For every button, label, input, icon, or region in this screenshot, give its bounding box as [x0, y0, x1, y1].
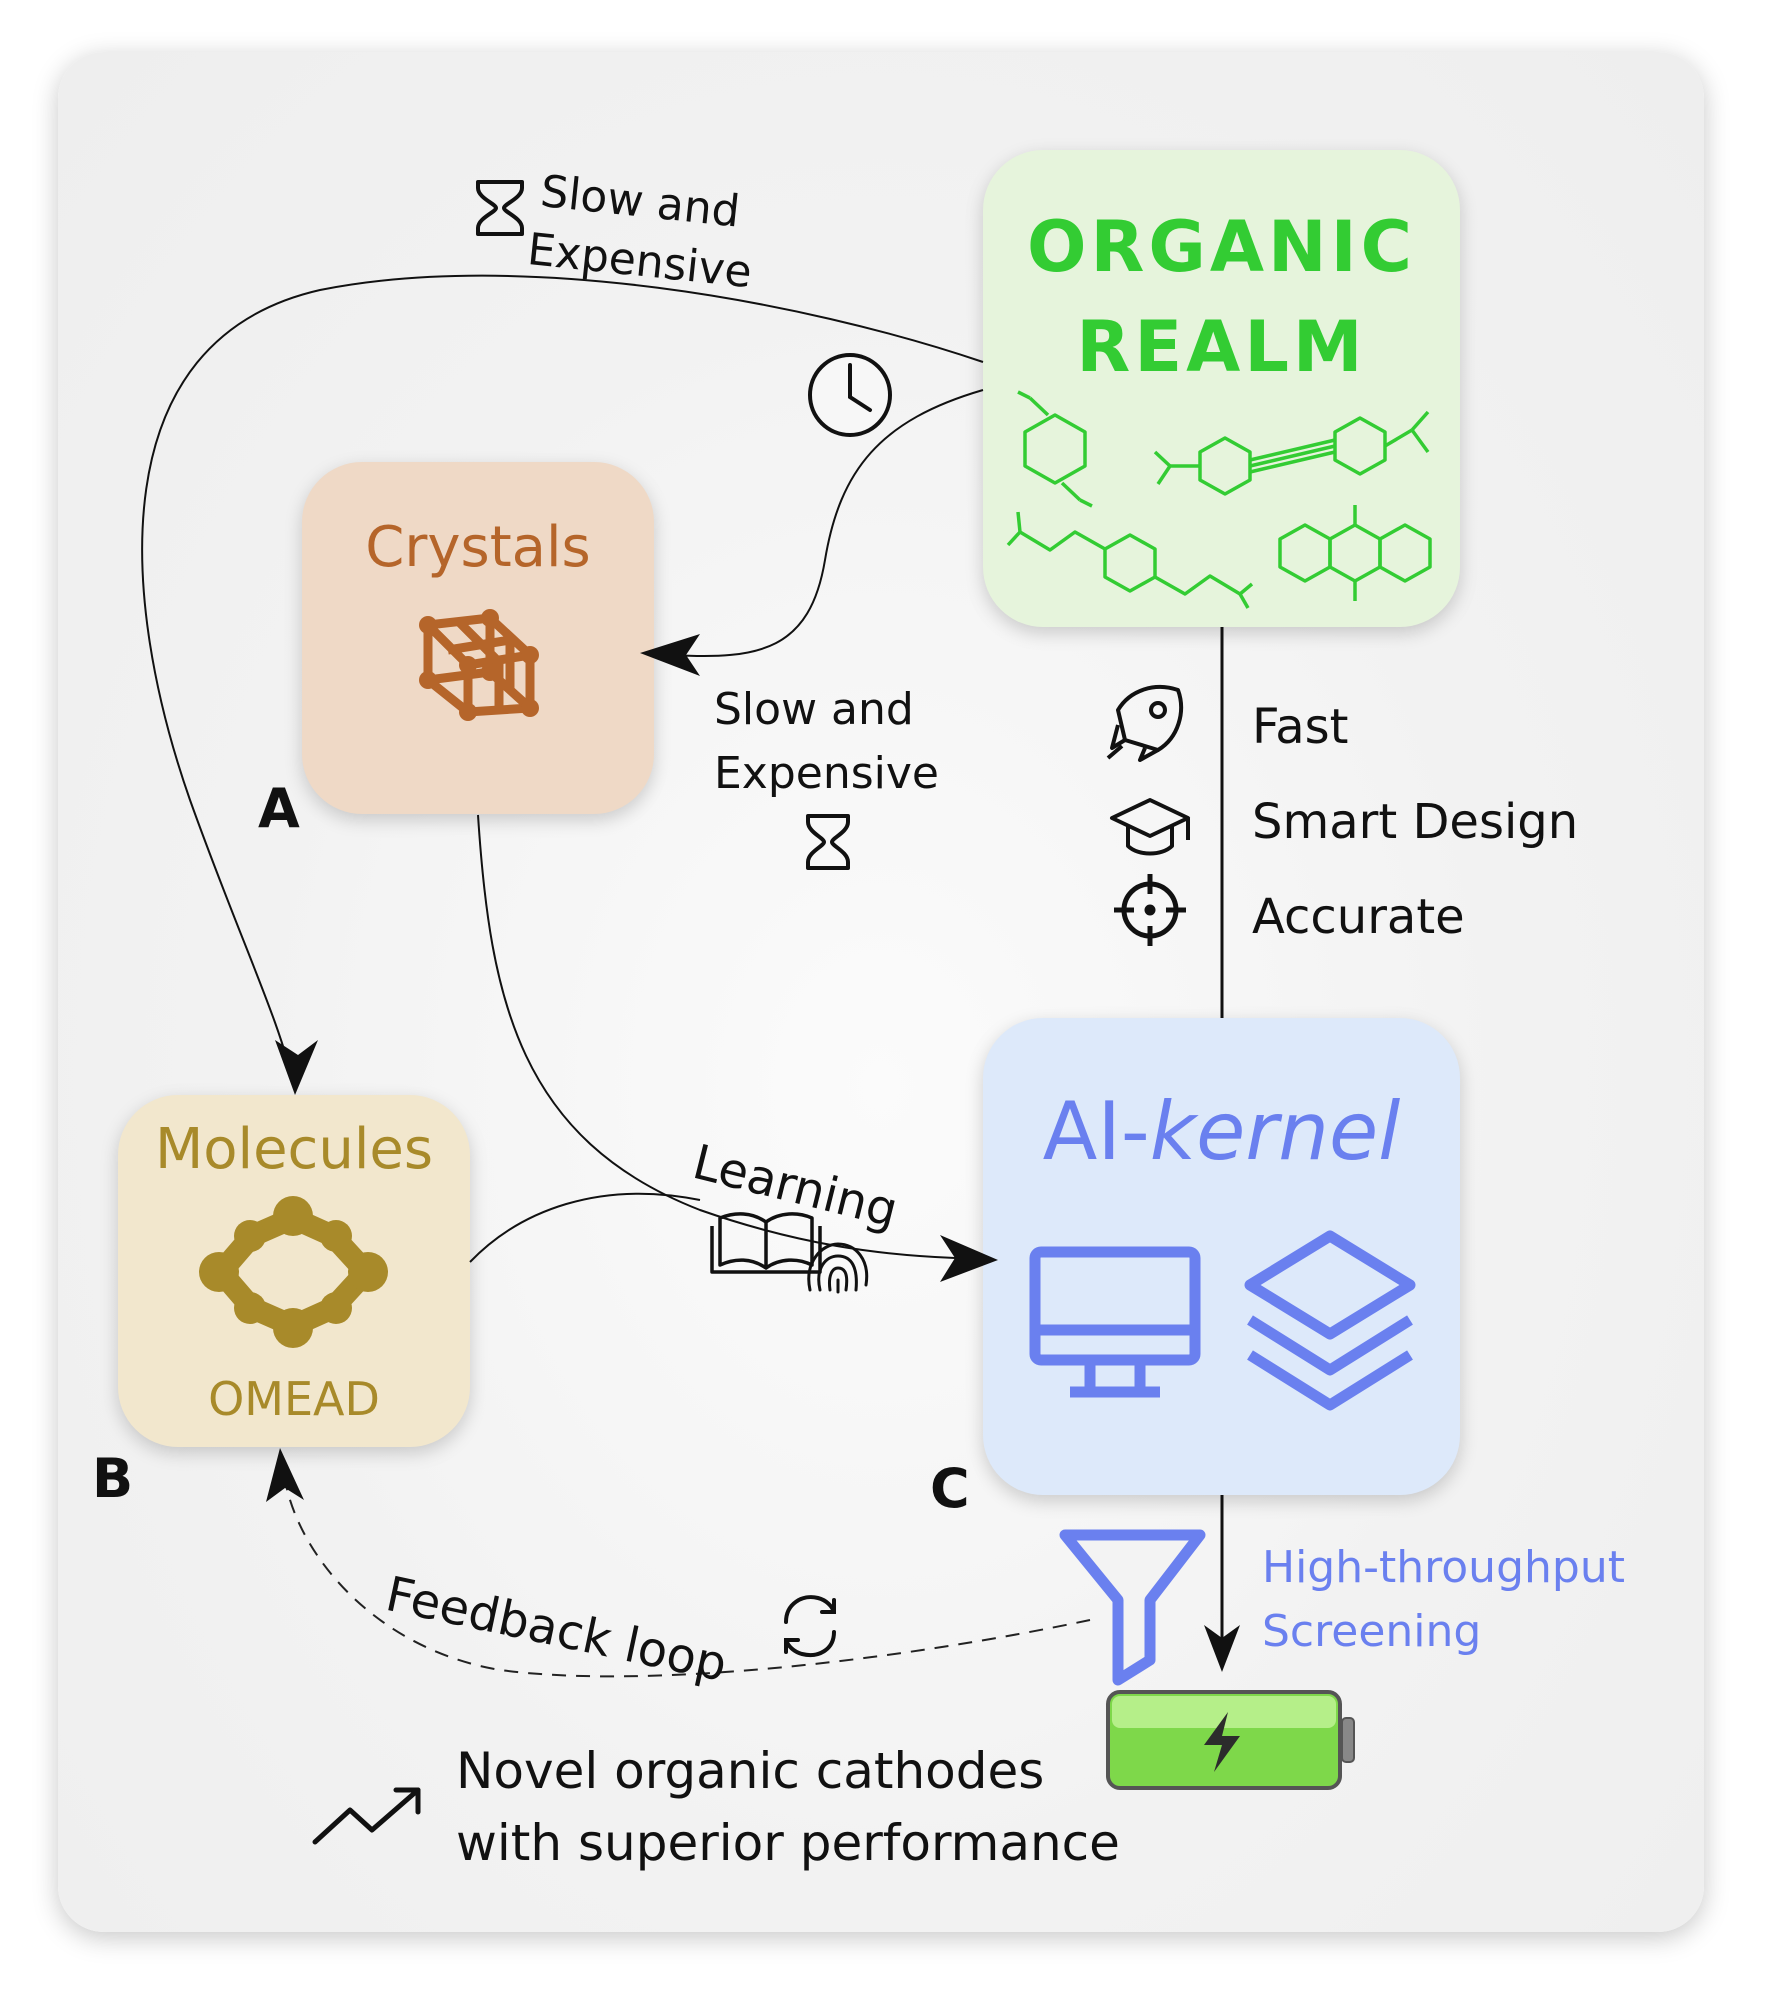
hourglass-icon: [476, 180, 524, 236]
feature-accurate: Accurate: [1252, 889, 1465, 945]
graduation-cap-icon: [1110, 798, 1190, 856]
ai-kernel-italic: kernel: [1149, 1085, 1401, 1178]
slow-expensive-mid-line2: Expensive: [714, 748, 939, 799]
arrowhead-battery: [1204, 1625, 1240, 1672]
organic-realm-title-line1: ORGANIC: [1026, 206, 1417, 288]
book-icon: [710, 1212, 822, 1274]
outcome-line2: with superior performance: [456, 1814, 1120, 1872]
feature-smart-design: Smart Design: [1252, 794, 1579, 850]
arrow-organic-to-molecules: [141, 274, 984, 1091]
battery-icon: [1106, 1690, 1355, 1790]
tag-a: A: [258, 777, 300, 840]
arrowhead-ai: [940, 1235, 998, 1282]
layers-icon: [1244, 1230, 1416, 1411]
molecule-ring-icon: [199, 1196, 388, 1348]
arrowhead-molecules: [275, 1040, 318, 1095]
monitor-icon: [1029, 1246, 1201, 1398]
outcome-line1: Novel organic cathodes: [456, 1742, 1045, 1800]
ai-kernel-title: AI-kernel: [983, 1092, 1460, 1172]
arrow-crystals-to-ai: [477, 814, 956, 1259]
crosshair-icon: [1114, 874, 1186, 946]
feature-fast: Fast: [1252, 699, 1349, 755]
hourglass-icon: [806, 814, 850, 870]
crystal-lattice-icon: [419, 609, 539, 721]
organic-molecules-illustration: [1006, 390, 1432, 609]
funnel-icon: [1059, 1529, 1206, 1686]
crystals-label: Crystals: [365, 515, 591, 580]
slow-expensive-mid-line1: Slow and: [714, 684, 914, 735]
arrowhead-crystals: [640, 634, 700, 676]
refresh-icon: [784, 1595, 836, 1657]
rocket-icon: [1106, 684, 1184, 762]
arrow-organic-to-crystals: [671, 389, 984, 658]
clock-icon: [808, 353, 892, 437]
tag-b: B: [92, 1447, 134, 1510]
tag-c: C: [930, 1457, 970, 1520]
screening-line2: Screening: [1262, 1606, 1482, 1657]
organic-realm-title-line2: REALM: [1076, 306, 1367, 388]
ai-kernel-prefix: AI-: [1042, 1085, 1150, 1178]
arrow-molecules-to-ai: [469, 1192, 701, 1263]
arrow-feedback-loop: [284, 1479, 1091, 1678]
arrowhead-feedback: [266, 1448, 304, 1502]
fingerprint-icon: [807, 1242, 869, 1294]
screening-line1: High-throughput: [1262, 1542, 1625, 1593]
trend-up-icon: [312, 1787, 421, 1845]
omead-label: OMEAD: [208, 1372, 380, 1426]
molecules-box: [118, 1095, 470, 1447]
molecules-label: Molecules: [154, 1117, 434, 1182]
